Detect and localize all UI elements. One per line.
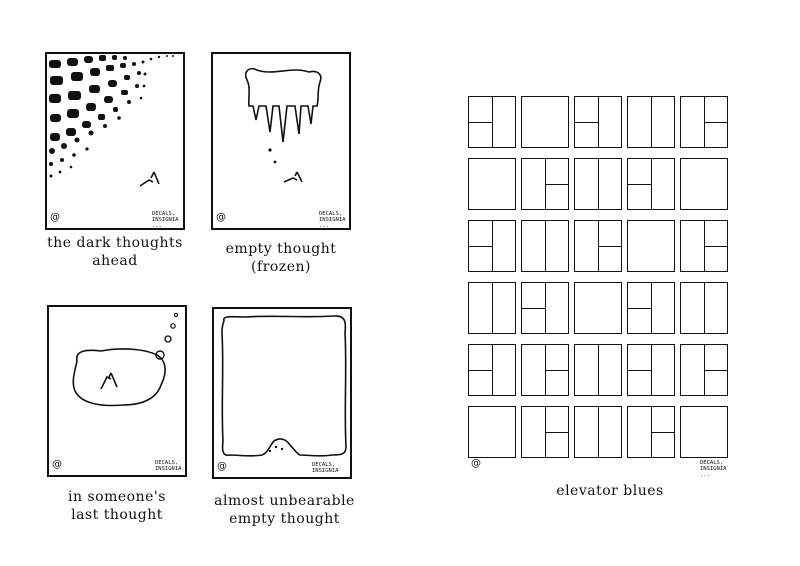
elevator-door [574, 406, 622, 458]
door-seam [651, 432, 674, 433]
elevator-door [521, 282, 569, 334]
door-seam [628, 184, 651, 185]
door-seam [598, 407, 599, 457]
door-seam [492, 97, 493, 147]
swirl-mark: @ [471, 458, 481, 469]
elevator-door [574, 344, 622, 396]
elevator-door [468, 158, 516, 210]
door-seam [651, 283, 652, 333]
comic-panel-dark-thoughts: @ DECALS, INSIGNIA ... [45, 52, 185, 230]
door-seam [704, 370, 727, 371]
door-seam [598, 159, 599, 209]
elevator-grid [468, 96, 738, 458]
comic-panel-unbearable: @ DECALS, INSIGNIA ... [212, 307, 352, 480]
credit-text: DECALS, INSIGNIA ... [700, 460, 727, 478]
door-seam [628, 308, 651, 309]
thought-bubble-illustration [72, 312, 179, 407]
elevator-door [627, 282, 675, 334]
door-seam [522, 308, 545, 309]
elevator-door [574, 96, 622, 148]
icicle-thought-illustration [244, 67, 322, 183]
swirl-mark: @ [216, 212, 226, 223]
elevator-door [468, 282, 516, 334]
elevator-door [521, 406, 569, 458]
comic-caption: the dark thoughts ahead [47, 235, 183, 269]
elevator-door [521, 96, 569, 148]
elevator-door [627, 344, 675, 396]
door-seam [469, 370, 492, 371]
elevator-door [468, 96, 516, 148]
elevator-door [521, 158, 569, 210]
elevator-door [468, 344, 516, 396]
door-seam [651, 159, 652, 209]
swirl-mark: @ [50, 212, 60, 223]
door-seam [492, 221, 493, 271]
elevator-door [627, 406, 675, 458]
elevator-door [521, 220, 569, 272]
door-seam [545, 432, 568, 433]
door-seam [469, 122, 492, 123]
credit-text: DECALS, INSIGNIA ... [152, 211, 179, 229]
door-seam [469, 246, 492, 247]
elevator-door [680, 406, 728, 458]
door-seam [545, 370, 568, 371]
door-seam [575, 122, 598, 123]
credit-text: DECALS, INSIGNIA ... [312, 462, 339, 480]
elevator-door [574, 220, 622, 272]
elevator-door [680, 344, 728, 396]
elevator-door [574, 158, 622, 210]
door-seam [492, 283, 493, 333]
elevator-door [574, 282, 622, 334]
door-seam [598, 345, 599, 395]
elevator-door [468, 220, 516, 272]
comic-panel-frozen: @ DECALS, INSIGNIA ... [211, 52, 351, 230]
elevator-door [468, 406, 516, 458]
elevator-door [680, 158, 728, 210]
door-seam [545, 283, 546, 333]
comic-panel-last-thought: @ DECALS, INSIGNIA ... [47, 305, 187, 478]
swirl-mark: @ [52, 459, 62, 470]
comic-caption: in someone's last thought [68, 489, 166, 523]
door-seam [545, 221, 546, 271]
door-seam [492, 345, 493, 395]
comic-caption: empty thought (frozen) [225, 241, 337, 275]
elevator-door [627, 96, 675, 148]
door-seam [628, 370, 651, 371]
credit-text: DECALS, INSIGNIA ... [155, 460, 182, 478]
door-seam [598, 246, 621, 247]
door-seam [704, 246, 727, 247]
elevator-door [627, 158, 675, 210]
elevator-door [627, 220, 675, 272]
door-seam [704, 122, 727, 123]
door-seam [704, 283, 705, 333]
door-seam [651, 97, 652, 147]
dark-dots-illustration [49, 55, 174, 187]
swirl-mark: @ [217, 461, 227, 472]
elevator-door [521, 344, 569, 396]
door-seam [651, 345, 652, 395]
wavy-frame-illustration [221, 315, 347, 457]
elevator-door [680, 282, 728, 334]
door-seam [545, 184, 568, 185]
comic-caption: almost unbearable empty thought [214, 493, 355, 527]
comic-caption: elevator blues [556, 483, 664, 499]
elevator-door [680, 220, 728, 272]
credit-text: DECALS, INSIGNIA ... [319, 211, 346, 229]
elevator-door [680, 96, 728, 148]
door-seam [598, 97, 599, 147]
